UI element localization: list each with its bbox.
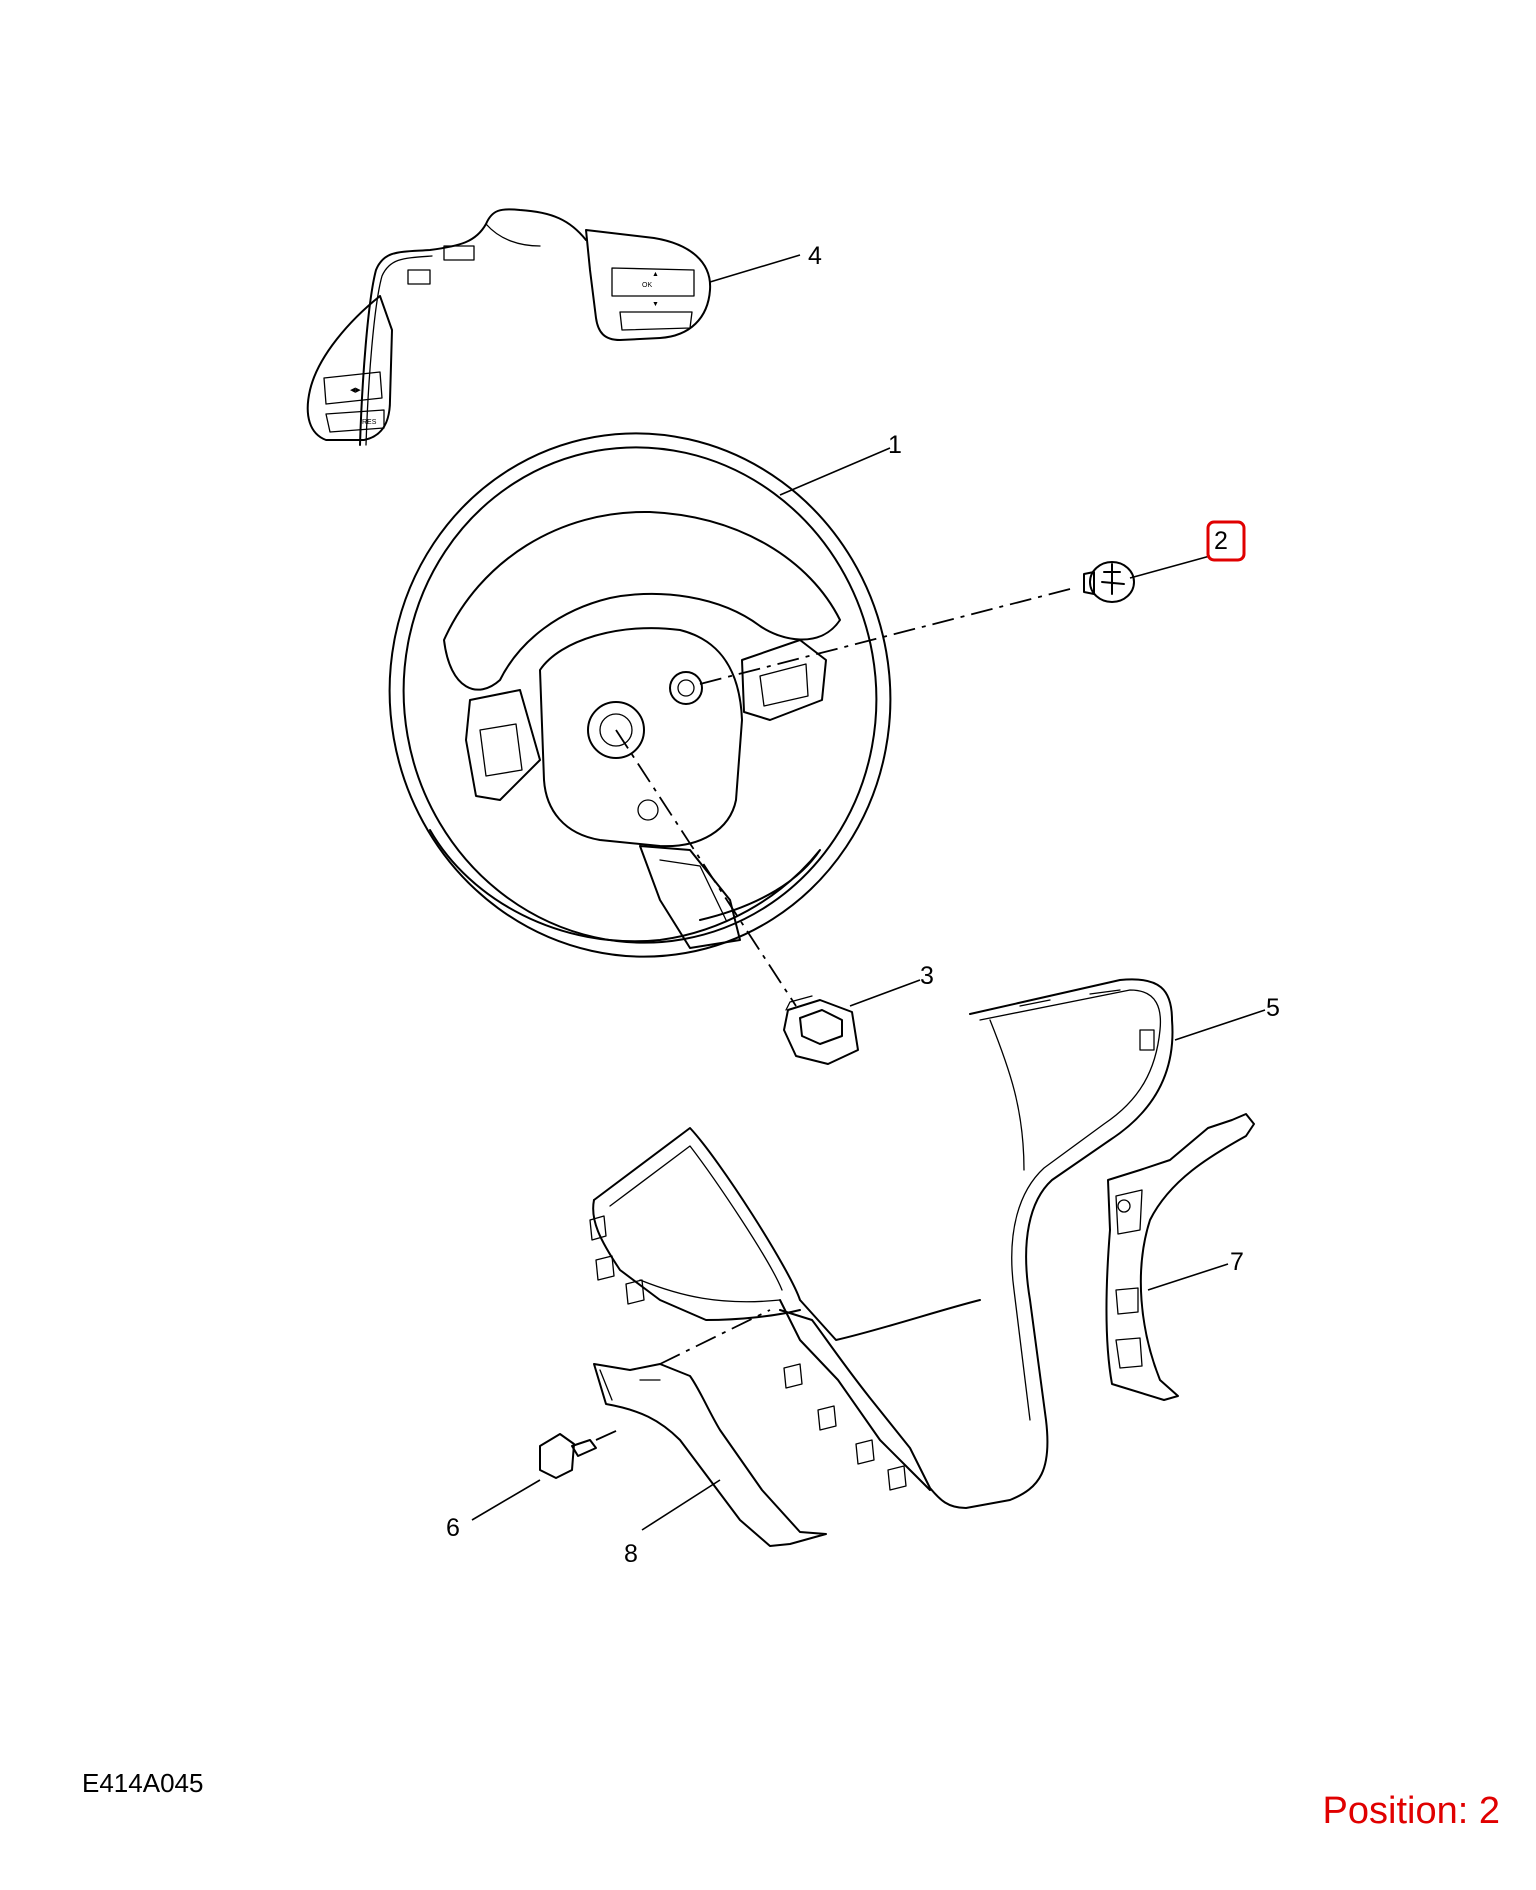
lower-bezel [589, 1127, 981, 1491]
svg-text:◀▶: ◀▶ [350, 387, 361, 394]
svg-text:▲: ▲ [652, 271, 659, 278]
svg-text:RES: RES [362, 419, 377, 426]
callout-labels: 1 2 3 4 5 6 7 8 [446, 242, 1280, 1568]
callout-3: 3 [920, 962, 934, 990]
svg-text:OK: OK [642, 282, 652, 289]
assembly-axes [595, 587, 1075, 1441]
lower-trim-part-8[interactable] [593, 1363, 827, 1547]
switch-pack-part-4[interactable]: OK ▲ ▼ ◀▶ RES [306, 208, 801, 446]
diagram-reference-code: E414A045 [82, 1768, 204, 1798]
callout-2[interactable]: 2 [1214, 527, 1228, 555]
svg-text:▼: ▼ [652, 301, 659, 308]
callout-6: 6 [446, 1514, 460, 1542]
steering-wheel-part-1[interactable] [348, 394, 931, 997]
nut-part-3[interactable] [783, 979, 921, 1065]
screw-part-2[interactable] [1083, 555, 1211, 603]
position-label: Position: 2 [1322, 1790, 1500, 1832]
callout-1: 1 [888, 431, 902, 459]
callout-2-highlight [1206, 520, 1246, 562]
push-clip-part-6[interactable] [471, 1433, 597, 1521]
right-trim-part-7[interactable] [1105, 1113, 1255, 1401]
callout-8: 8 [624, 1540, 638, 1568]
upper-trim-cover-part-5[interactable] [779, 978, 1266, 1509]
callout-7: 7 [1230, 1248, 1244, 1276]
callout-4: 4 [808, 242, 822, 270]
callout-5: 5 [1266, 994, 1280, 1022]
